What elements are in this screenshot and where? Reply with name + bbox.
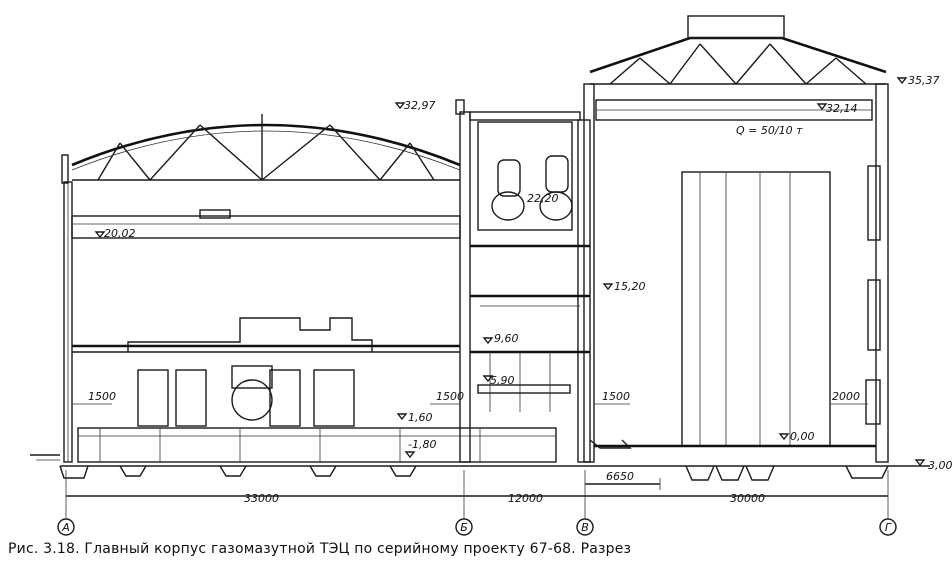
axis-label-g: Г (885, 521, 892, 534)
axis-markers: А Б В Г (57, 518, 897, 536)
elevation-mark: 20,02 (104, 227, 136, 240)
dimension-label: 6650 (606, 470, 634, 483)
elevation-mark: 1,60 (408, 411, 433, 424)
elevation-mark: 32,97 (404, 99, 436, 112)
axis-label-a: А (61, 521, 70, 534)
dimension-label: 1500 (602, 390, 630, 403)
turbine-hall (59, 99, 557, 479)
axis-label-v: В (581, 521, 589, 534)
crane-capacity-label: Q = 50/10 т (736, 124, 803, 137)
figure-caption: Рис. 3.18. Главный корпус газомазутной Т… (8, 541, 632, 557)
elevation-mark: 22,20 (527, 192, 559, 205)
axis-label-b: Б (460, 521, 468, 534)
elevation-mark: 35,37 (908, 74, 940, 87)
dimension-label: 1500 (436, 390, 464, 403)
dimension-label: 2000 (832, 390, 860, 403)
dimension-label: 1500 (88, 390, 116, 403)
dimension-label: 30000 (730, 492, 765, 505)
elevation-mark: 15,20 (614, 280, 646, 293)
elevation-mark: 5,90 (490, 374, 515, 387)
boiler-hall (583, 15, 889, 481)
dimension-labels: 1500 1500 1500 2000 6650 33000 12000 300… (88, 390, 860, 505)
dimension-label: 12000 (508, 492, 543, 505)
elevation-mark: 0,00 (790, 430, 815, 443)
dimension-label: 33000 (244, 492, 279, 505)
dimension-lines (65, 403, 889, 518)
elevation-mark: -1,80 (408, 438, 436, 451)
elevation-mark: 9,60 (494, 332, 519, 345)
deaerator-bay (469, 111, 591, 463)
elevation-mark: 32,14 (826, 102, 858, 115)
elevation-marks: 32,97 20,02 15,20 9,60 5,90 1,60 -1,80 3… (94, 74, 952, 472)
elevation-mark: -3,00 (924, 459, 952, 472)
ground-line (30, 454, 930, 467)
